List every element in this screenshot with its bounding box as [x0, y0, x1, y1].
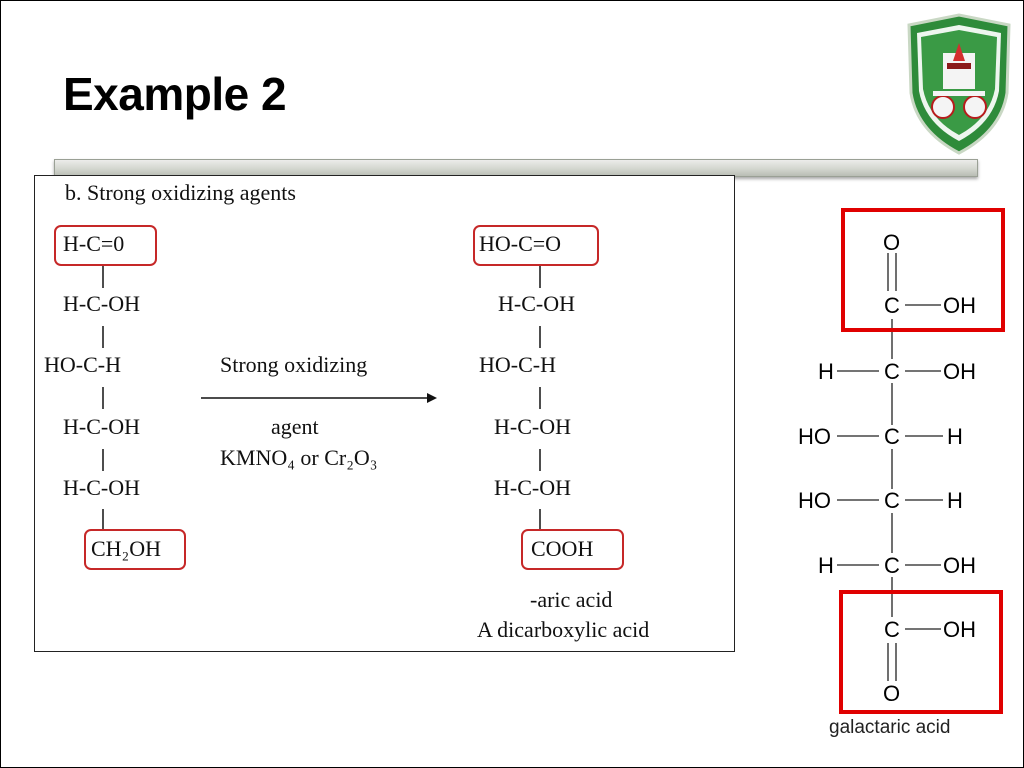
structure-bonds: [837, 208, 1005, 714]
product-caption-line-2: A dicarboxylic acid: [477, 617, 650, 642]
product-acid-bottom-highlight: [521, 529, 624, 570]
product-carbon-3: HO-C-H: [479, 352, 556, 377]
carbon-3-hydrogen: H: [947, 424, 963, 449]
galactaric-acid-structure: O C OH H C OH HO C H HO C H H C OH C OH …: [771, 199, 1024, 759]
carbon-5: C: [884, 553, 900, 578]
product-carbon-5: H-C-OH: [494, 475, 571, 500]
reactant-aldehyde-highlight: [54, 225, 157, 266]
carbon-1: C: [884, 293, 900, 318]
reactant-carbon-3: HO-C-H: [44, 352, 121, 377]
carbon-3: C: [884, 424, 900, 449]
slide-title: Example 2: [63, 68, 287, 120]
bottom-oxygen: O: [883, 681, 901, 706]
product-carbon-6: COOH: [531, 536, 594, 561]
top-carboxyl-highlight: [841, 208, 1005, 332]
carbon-3-hydroxyl: HO: [798, 424, 831, 449]
reaction-box: b. Strong oxidizing agents H-C=0 H-C-OH …: [34, 175, 735, 652]
bottom-carboxyl-highlight: [839, 590, 1003, 714]
reactant-carbon-4: H-C-OH: [63, 414, 140, 439]
carbon-5-hydrogen: H: [818, 553, 834, 578]
carbon-6: C: [884, 617, 900, 642]
top-oxygen: O: [883, 230, 901, 255]
product-carbon-2: H-C-OH: [498, 291, 575, 316]
reagent-label-line-1: Strong oxidizing: [220, 352, 368, 377]
structure-label: galactaric acid: [829, 717, 951, 738]
right-arrow-icon: [201, 393, 437, 403]
product-acid-top-highlight: [473, 225, 599, 266]
carbon-2-hydrogen: H: [818, 359, 834, 384]
reactant-carbon-1: H-C=0: [63, 231, 125, 256]
product-caption-line-1: -aric acid: [530, 587, 613, 612]
product-carbon-4: H-C-OH: [494, 414, 571, 439]
carbon-4-hydrogen: H: [947, 488, 963, 513]
reactant-alcohol-highlight: [84, 529, 186, 570]
reagent-label-line-3: KMNO₄ or Cr₂O₃: [220, 445, 378, 470]
carbon-2: C: [884, 359, 900, 384]
carbon-1-hydroxyl: OH: [943, 293, 976, 318]
university-emblem-icon: [907, 13, 1011, 155]
carbon-2-hydroxyl: OH: [943, 359, 976, 384]
carbon-6-hydroxyl: OH: [943, 617, 976, 642]
reaction-heading: b. Strong oxidizing agents: [65, 180, 296, 205]
reactant-carbon-5: H-C-OH: [63, 475, 140, 500]
reactant-carbon-2: H-C-OH: [63, 291, 140, 316]
reactant-carbon-6: CH₂OH: [91, 536, 162, 561]
carbon-4-hydroxyl: HO: [798, 488, 831, 513]
carbon-5-hydroxyl: OH: [943, 553, 976, 578]
product-carbon-1: HO-C=O: [479, 231, 562, 256]
carbon-4: C: [884, 488, 900, 513]
reagent-label-line-2: agent: [271, 414, 319, 439]
bond-lines: [102, 266, 541, 529]
